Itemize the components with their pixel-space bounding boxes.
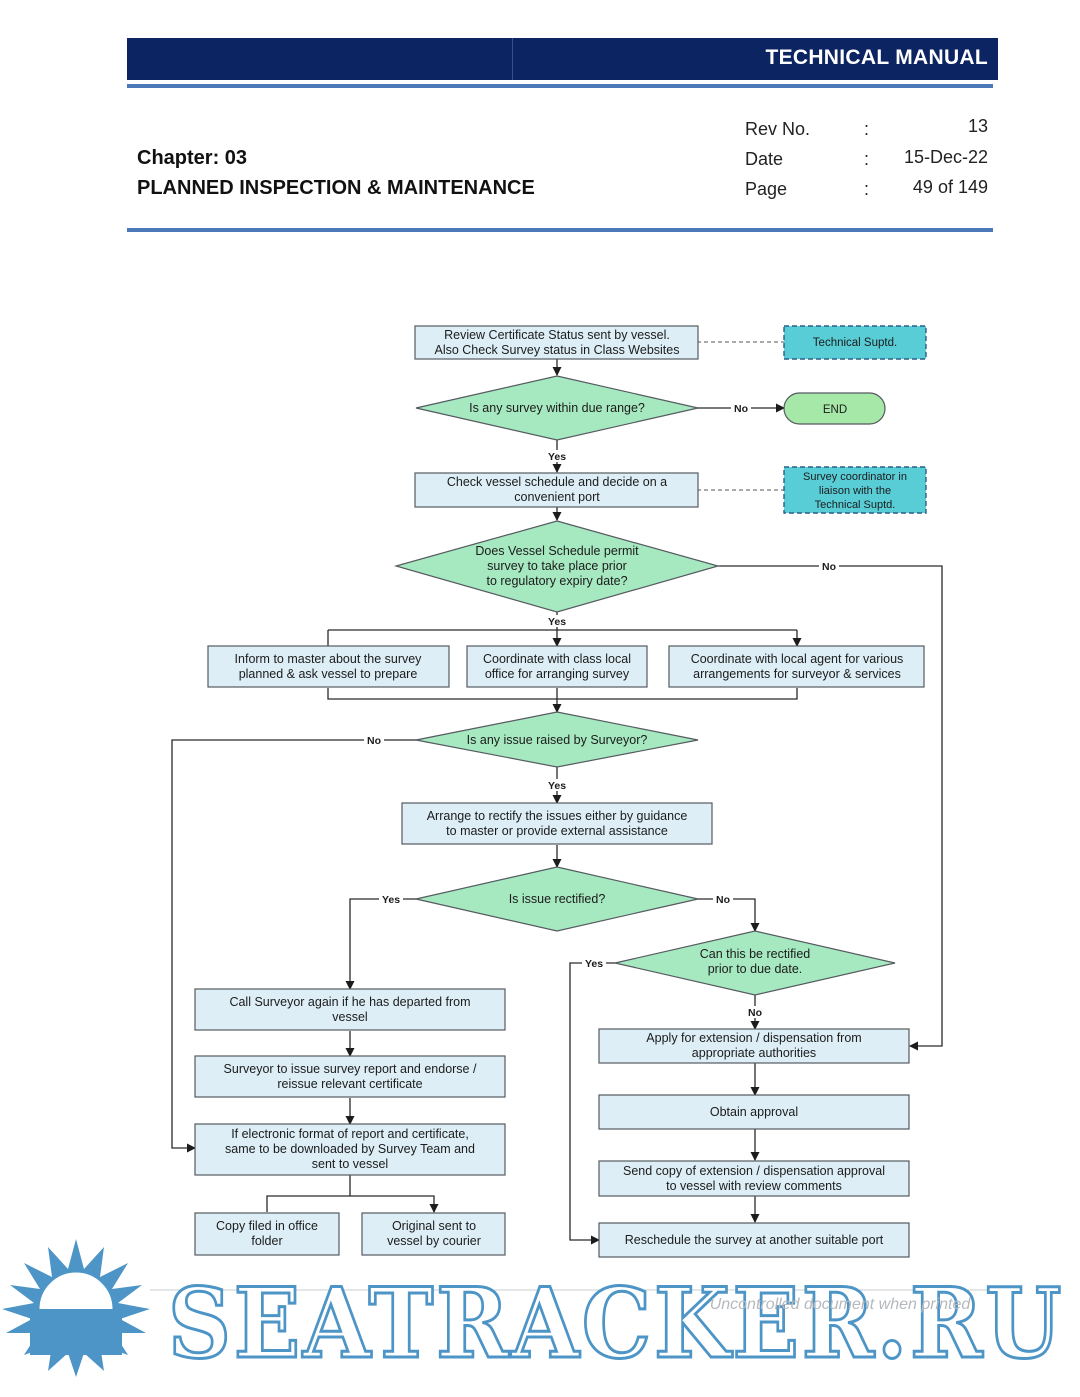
node-call-surveyor: Call Surveyor again if he has departed f… — [194, 988, 506, 1031]
terminal-end: END — [783, 392, 886, 425]
svg-text:Inform to master about the sur: Inform to master about the surveyplanned… — [235, 652, 423, 681]
header-rule-top — [127, 84, 993, 88]
rev-colon: : — [864, 119, 870, 139]
svg-text:Is any issue raised by Surveyo: Is any issue raised by Surveyor? — [467, 733, 648, 747]
svg-text:Send copy of extension / dispe: Send copy of extension / dispensation ap… — [623, 1164, 885, 1193]
node-issue-report: Surveyor to issue survey report and endo… — [194, 1055, 506, 1098]
svg-text:Call Surveyor again if he has: Call Surveyor again if he has departed f… — [229, 995, 470, 1024]
label-yes-issue: Yes — [548, 780, 566, 792]
svg-text:END: END — [823, 404, 847, 416]
sun-logo-icon — [2, 1239, 150, 1377]
label-no-due: No — [734, 403, 748, 415]
svg-text:Surveyor to issue survey repor: Surveyor to issue survey report and endo… — [224, 1062, 477, 1091]
label-yes-due: Yes — [548, 451, 566, 463]
node-review-certificate: Review Certificate Status sent by vessel… — [414, 325, 699, 360]
chapter-title: PLANNED INSPECTION & MAINTENANCE — [137, 177, 535, 199]
edge-qissue-electronic — [171, 739, 417, 1153]
svg-text:Is any survey within due range: Is any survey within due range? — [469, 401, 645, 415]
date-value: 15-Dec-22 — [903, 147, 988, 167]
decision-survey-due: Is any survey within due range? — [415, 375, 699, 441]
edge-qrectified-call — [345, 898, 417, 990]
header-bar — [127, 38, 998, 80]
header-rule-bottom — [127, 228, 993, 232]
svg-text:Review Certificate Status sent: Review Certificate Status sent by vessel… — [434, 328, 679, 357]
label-no-prior: No — [748, 1007, 762, 1019]
edge-split-three — [327, 629, 797, 646]
decision-issue-rectified: Is issue rectified? — [415, 866, 699, 932]
page-value: 49 of 149 — [912, 177, 988, 197]
edge-merge-three — [327, 688, 798, 700]
date-label: Date — [745, 149, 784, 169]
label-yes-schedule: Yes — [548, 616, 566, 628]
page-label: Page — [745, 179, 788, 199]
manual-title: TECHNICAL MANUAL — [765, 46, 988, 69]
seatracker-logo-text: SEATRACKER.RU — [168, 1267, 1064, 1380]
node-obtain-approval: Obtain approval — [598, 1094, 910, 1130]
date-colon: : — [864, 149, 870, 169]
svg-text:Check vessel schedule and deci: Check vessel schedule and decide on acon… — [447, 475, 667, 504]
node-send-copy: Send copy of extension / dispensation ap… — [598, 1160, 910, 1197]
svg-text:Reschedule the survey at anoth: Reschedule the survey at another suitabl… — [625, 1233, 884, 1247]
footer-watermark: SEATRACKER.RU Uncontrolled document when… — [2, 1239, 1064, 1382]
svg-text:If electronic format of report: If electronic format of report and certi… — [225, 1127, 475, 1171]
label-yes-prior: Yes — [585, 958, 603, 970]
node-technical-suptd: Technical Suptd. — [783, 325, 927, 360]
svg-text:Technical Suptd.: Technical Suptd. — [813, 337, 897, 349]
node-electronic-format: If electronic format of report and certi… — [194, 1123, 506, 1176]
label-no-issue: No — [367, 735, 381, 747]
label-no-schedule: No — [822, 561, 836, 573]
label-no-rectified: No — [716, 894, 730, 906]
svg-text:Obtain approval: Obtain approval — [710, 1105, 798, 1119]
label-yes-rectified: Yes — [382, 894, 400, 906]
svg-text:Is issue rectified?: Is issue rectified? — [509, 892, 606, 906]
chapter-number: Chapter: 03 — [137, 147, 248, 169]
svg-text:Coordinate with local agent fo: Coordinate with local agent for variousa… — [691, 652, 904, 681]
node-arrange-rectify: Arrange to rectify the issues either by … — [401, 802, 713, 845]
svg-text:Arrange to rectify the issues: Arrange to rectify the issues either by … — [427, 809, 688, 838]
rev-value: 13 — [967, 116, 988, 136]
edge-labels: No Yes No Yes No Yes Yes No Yes No — [364, 402, 839, 1019]
node-reschedule: Reschedule the survey at another suitabl… — [598, 1222, 910, 1258]
decision-issue-raised: Is any issue raised by Surveyor? — [415, 711, 699, 768]
svg-text:Apply for extension / dispensa: Apply for extension / dispensation froma… — [646, 1031, 861, 1060]
page-colon: : — [864, 179, 870, 199]
rev-label: Rev No. — [745, 119, 811, 139]
uncontrolled-watermark: Uncontrolled document when printed — [710, 1296, 972, 1313]
edge-electronic-split — [266, 1175, 434, 1212]
flow-edges — [171, 341, 943, 1245]
